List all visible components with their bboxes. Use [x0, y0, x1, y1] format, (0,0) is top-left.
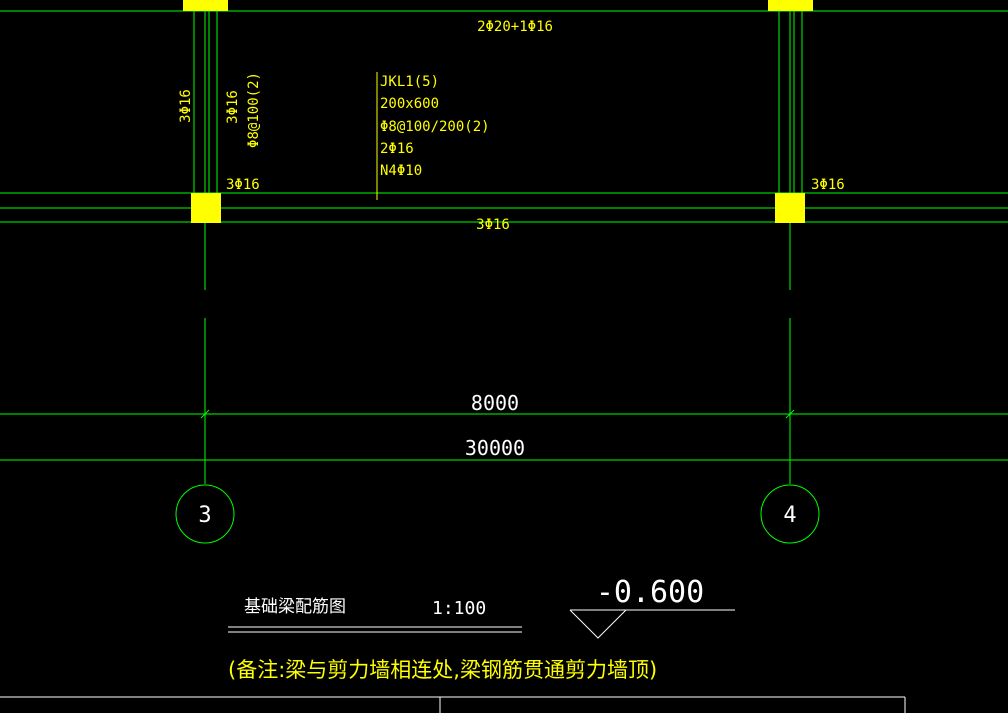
bottom-border: [0, 696, 906, 713]
beam-name: JKL1(5): [380, 74, 439, 90]
drawing-scale: 1:100: [432, 598, 486, 619]
right-node-bars-label: 3Φ16: [811, 177, 845, 193]
left-node-bars-label: 3Φ16: [226, 177, 260, 193]
right-top-column: [768, 0, 813, 11]
beam-stirrup: Φ8@100/200(2): [380, 119, 490, 135]
title-underlines: [228, 626, 522, 633]
beam-top-rebar-label: 2Φ20+1Φ16: [477, 19, 553, 35]
beam-side-bars: N4Φ10: [380, 163, 422, 179]
left-support-stirrup-label: Φ8@100(2): [246, 72, 262, 148]
axis-label-3: 3: [198, 503, 211, 528]
right-column-lines: [778, 0, 803, 290]
drawing-note: (备注:梁与剪力墙相连处,梁钢筋贯通剪力墙顶): [228, 658, 657, 682]
grid-axis-lines: [204, 318, 791, 484]
left-support-top-label: 3Φ16: [225, 90, 241, 124]
left-column-bars-label: 3Φ16: [178, 89, 194, 123]
drawing-title: 基础梁配筋图: [244, 597, 346, 617]
beam-bottom-rebar-label: 3Φ16: [476, 217, 510, 233]
dimension-bay: 8000: [471, 391, 519, 415]
left-column: [191, 193, 221, 223]
beam-label-block: JKL1(5) 200x600 Φ8@100/200(2) 2Φ16 N4Φ10: [380, 74, 490, 179]
right-column: [775, 193, 805, 223]
axis-bubble-3: [175, 484, 235, 544]
beam-top-through: 2Φ16: [380, 141, 414, 157]
beam-outline: [0, 10, 1008, 223]
left-top-column: [183, 0, 228, 11]
left-column-lines: [193, 0, 218, 290]
dimension-lines: [0, 409, 1008, 461]
level-symbol: [569, 609, 735, 639]
beam-section: 200x600: [380, 96, 439, 112]
axis-bubble-4: [760, 484, 820, 544]
level-value: -0.600: [596, 575, 704, 610]
axis-label-4: 4: [783, 503, 796, 528]
dimension-total: 30000: [465, 436, 525, 460]
